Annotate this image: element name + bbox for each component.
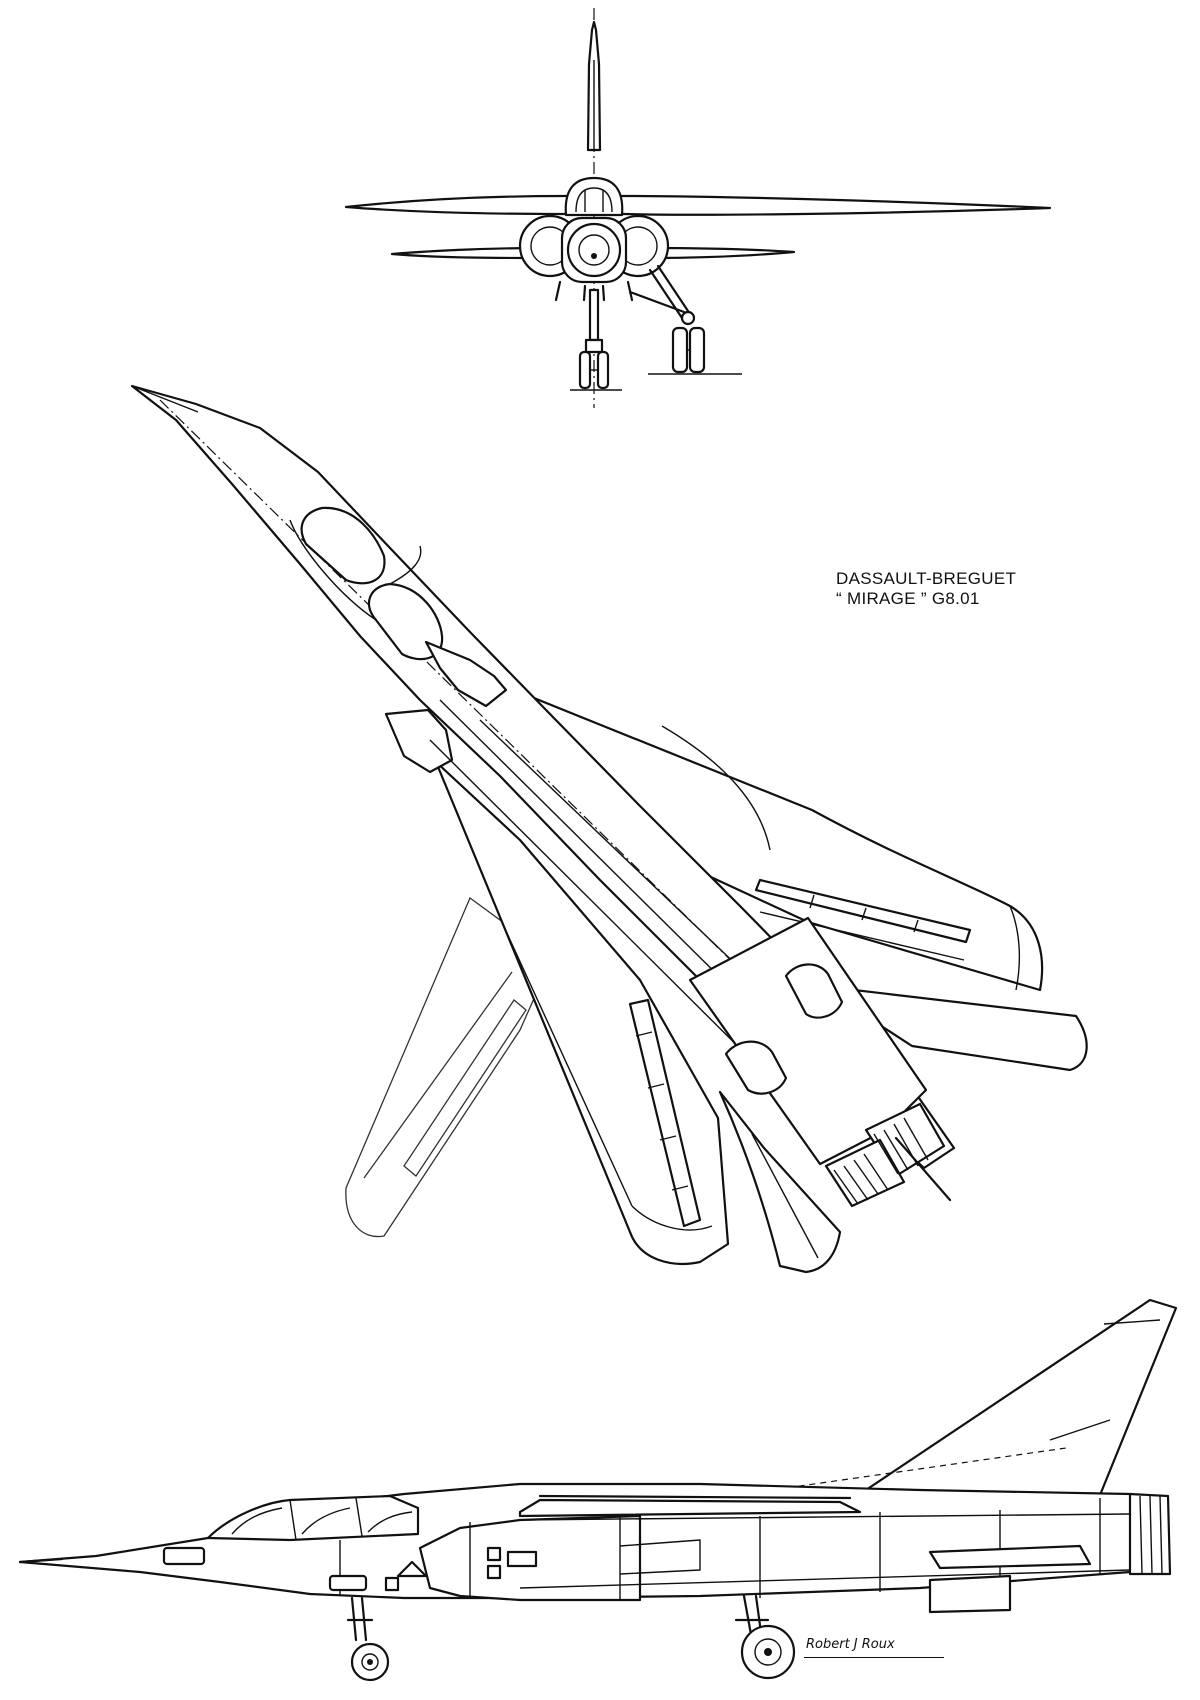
signature-underline — [804, 1657, 944, 1658]
plan-view — [130, 384, 1088, 1274]
artist-signature: Robert J Roux — [806, 1637, 895, 1652]
front-view — [344, 8, 1052, 408]
title-line-1: DASSAULT-BREGUET — [836, 569, 1017, 588]
title-line-2: “ MIRAGE ” G8.01 — [836, 589, 980, 608]
drawing-title: DASSAULT-BREGUET “ MIRAGE ” G8.01 — [836, 569, 1016, 609]
side-view — [18, 1298, 1178, 1682]
